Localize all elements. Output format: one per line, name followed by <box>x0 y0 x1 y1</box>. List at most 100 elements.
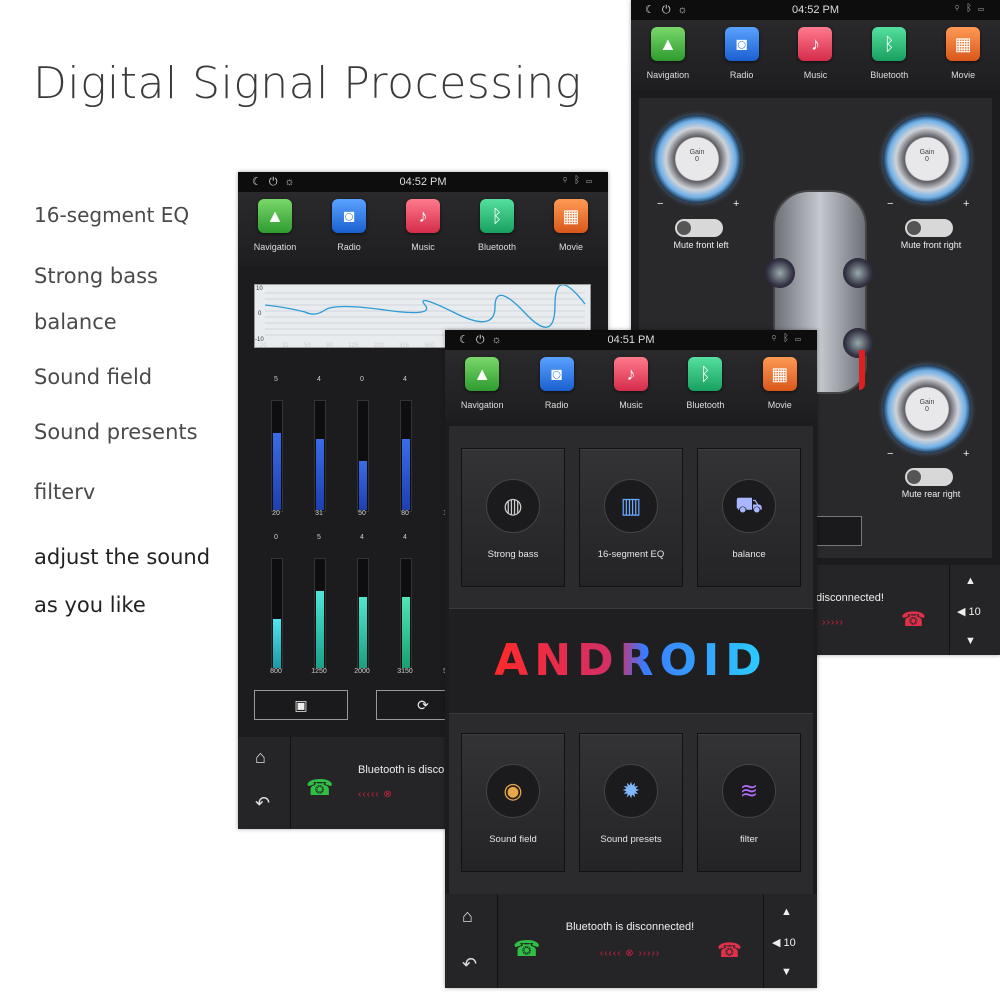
eq-slider[interactable] <box>271 400 283 512</box>
feature-filter: filterv <box>34 480 96 504</box>
eq-scale-top: 10 <box>256 286 263 292</box>
navigation-arrow-icon: ▲ <box>465 357 500 391</box>
feature-adjust-2: as you like <box>34 593 146 617</box>
save-button[interactable]: ▣ <box>254 690 348 720</box>
eq-slider[interactable] <box>400 400 412 512</box>
car-balance-icon: ⛟ <box>722 479 776 533</box>
slider-freq: 3150 <box>397 668 413 675</box>
home-icon[interactable]: ⌂ <box>255 747 266 767</box>
tile-strong-bass[interactable]: ◍ Strong bass <box>461 448 565 587</box>
app-navigation[interactable]: ▲Navigation <box>243 199 307 252</box>
feature-bass: Strong bass <box>34 264 158 288</box>
music-note-icon: ♪ <box>613 357 648 391</box>
status-icons-left: ☾⏻☼ <box>459 334 509 346</box>
navigation-arrow-icon: ▲ <box>258 199 292 233</box>
speaker-rear-right-icon <box>843 328 873 358</box>
app-radio[interactable]: ◙Radio <box>317 199 381 252</box>
app-radio[interactable]: ◙Radio <box>525 357 589 410</box>
mute-front-right-toggle[interactable] <box>905 219 953 237</box>
plus-icon[interactable]: + <box>963 448 970 460</box>
eq-freq-axis: 20315080125200315500800 <box>260 343 460 349</box>
app-music[interactable]: ♪Music <box>599 357 663 410</box>
radio-icon: ◙ <box>332 199 366 233</box>
app-movie[interactable]: ▦Movie <box>748 357 812 410</box>
slider-value: 4 <box>317 376 321 383</box>
status-icons-left: ☾⏻☼ <box>252 176 302 188</box>
home-icon[interactable]: ⌂ <box>462 906 473 926</box>
eq-slider[interactable] <box>271 558 283 670</box>
tile-balance[interactable]: ⛟ balance <box>697 448 801 587</box>
status-clock: 04:51 PM <box>607 334 655 346</box>
speaker-front-left-icon <box>765 258 795 288</box>
call-arrows-icon: ‹‹‹‹‹ ⊗ <box>358 789 393 800</box>
speaker-icon: ◍ <box>486 479 540 533</box>
tile-16-segment-eq[interactable]: ▥ 16-segment EQ <box>579 448 683 587</box>
app-navigation[interactable]: ▲Navigation <box>450 357 514 410</box>
volume-up-icon[interactable]: ▲ <box>965 575 976 587</box>
tile-filter[interactable]: ≋ filter <box>697 733 801 872</box>
minus-icon[interactable]: − <box>887 198 894 210</box>
brand-text: ANDROID <box>494 635 768 686</box>
hang-up-icon[interactable]: ☎ <box>717 940 742 962</box>
feature-sound-field: Sound field <box>34 365 153 389</box>
mute-rear-right-toggle[interactable] <box>905 468 953 486</box>
plus-icon[interactable]: + <box>963 198 970 210</box>
bt-status-text: disconnected! <box>816 592 884 604</box>
eq-slider[interactable] <box>357 558 369 670</box>
radio-icon: ◙ <box>724 27 759 61</box>
status-bar: ☾⏻☼ 04:52 PM ⚲ᛒ▭ <box>631 0 1000 20</box>
back-icon[interactable]: ↶ <box>462 954 478 974</box>
tile-label: 16-segment EQ <box>597 549 665 560</box>
slider-freq: 31 <box>315 510 323 517</box>
tile-sound-presets[interactable]: ✹ Sound presets <box>579 733 683 872</box>
slider-freq: 1250 <box>311 668 327 675</box>
app-music[interactable]: ♪Music <box>783 27 847 80</box>
tile-label: Sound presets <box>600 834 662 845</box>
phone-answer-icon[interactable]: ☎ <box>306 775 334 800</box>
music-note-icon: ♪ <box>798 27 833 61</box>
hang-up-icon[interactable]: ☎ <box>901 609 926 631</box>
feature-sound-presents: Sound presents <box>34 420 198 444</box>
feature-adjust: adjust the sound <box>34 545 211 569</box>
phone-answer-icon[interactable]: ☎ <box>513 936 541 961</box>
slider-freq: 2000 <box>354 668 370 675</box>
bottom-bar: ⌂ ↶ ☎ Bluetooth is disconnected! ‹‹‹‹‹ ⊗… <box>445 894 817 988</box>
minus-icon[interactable]: − <box>657 198 664 210</box>
sound-field-icon: ◉ <box>486 764 540 818</box>
tile-sound-field[interactable]: ◉ Sound field <box>461 733 565 872</box>
back-icon[interactable]: ↶ <box>255 793 271 813</box>
app-navigation[interactable]: ▲Navigation <box>636 27 700 80</box>
radio-icon: ◙ <box>539 357 574 391</box>
slider-value: 5 <box>274 376 278 383</box>
app-movie[interactable]: ▦Movie <box>931 27 995 80</box>
eq-slider[interactable] <box>314 400 326 512</box>
app-radio[interactable]: ◙Radio <box>710 27 774 80</box>
app-music[interactable]: ♪Music <box>391 199 455 252</box>
volume-down-icon[interactable]: ▼ <box>781 966 792 978</box>
save-icon: ▣ <box>294 697 308 713</box>
slider-value: 0 <box>274 534 278 541</box>
eq-scale-mid: 0 <box>258 311 262 317</box>
eq-slider[interactable] <box>400 558 412 670</box>
minus-icon[interactable]: − <box>887 448 894 460</box>
volume-down-icon[interactable]: ▼ <box>965 635 976 647</box>
volume-up-icon[interactable]: ▲ <box>781 906 792 918</box>
status-icons-right: ⚲ᛒ▭ <box>771 333 807 344</box>
app-movie[interactable]: ▦Movie <box>539 199 603 252</box>
eq-slider[interactable] <box>357 400 369 512</box>
divider <box>290 737 291 829</box>
eq-slider[interactable] <box>314 558 326 670</box>
presets-gear-icon: ✹ <box>604 764 658 818</box>
divider <box>949 565 950 655</box>
bluetooth-icon: ᛒ <box>872 27 907 61</box>
plus-icon[interactable]: + <box>733 198 740 210</box>
mute-front-left-toggle[interactable] <box>675 219 723 237</box>
page-headline: Digital Signal Processing <box>33 58 582 109</box>
